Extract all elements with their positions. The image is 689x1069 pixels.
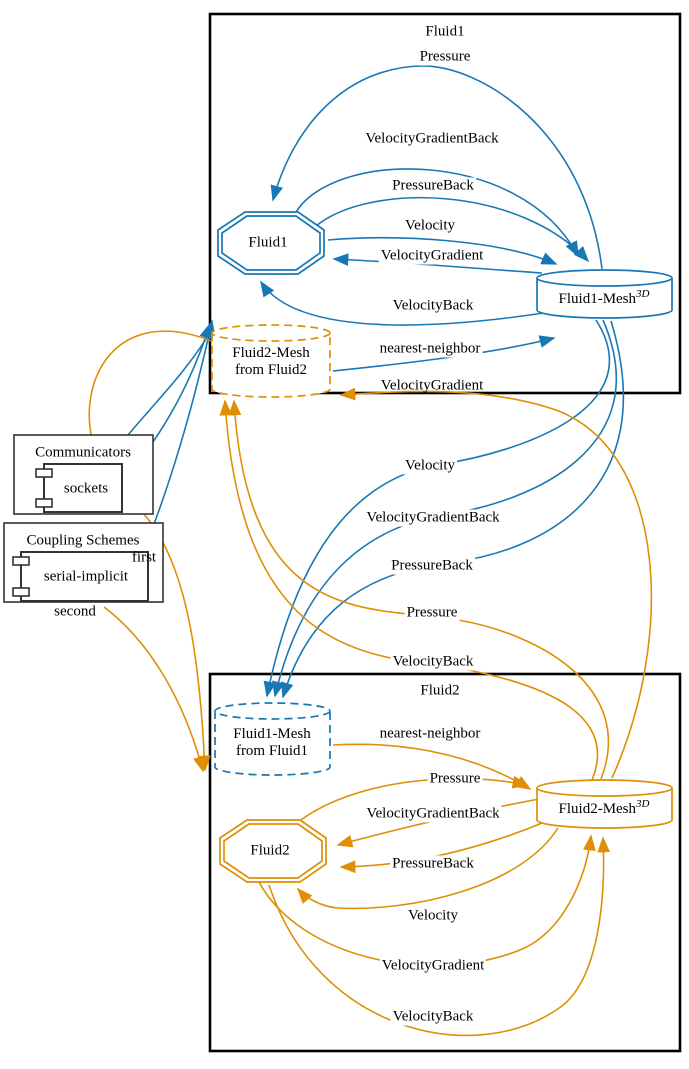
mesh-node-fluid1-mesh <box>536 278 673 319</box>
solver-label-fluid2: Fluid2 <box>250 842 290 859</box>
mesh-node-fluid1-mesh-copy <box>214 711 331 776</box>
mesh-node-fluid2-mesh-copy-top <box>211 324 331 342</box>
edge-label: VelocityGradient <box>378 247 486 265</box>
edge-write-velocitygradient-fluid2 <box>258 834 596 967</box>
participant-box-fluid2 <box>208 672 682 1053</box>
edge-label: VelocityBack <box>390 653 476 671</box>
coupling-order-second-label: second <box>54 603 96 620</box>
edge-coupling-second-fluid2 <box>103 606 206 773</box>
edge-label: VelocityBack <box>390 1008 476 1026</box>
mesh-node-fluid2-mesh <box>536 788 673 829</box>
edge-read-pressure-fluid1 <box>270 65 603 270</box>
mesh-name: Fluid2-Mesh <box>232 345 310 361</box>
component-port-icon <box>35 468 53 478</box>
edge-label: PressureBack <box>390 177 476 195</box>
edge-label: Pressure <box>417 48 473 66</box>
solver-node-fluid2 <box>219 819 327 883</box>
edge-label: nearest-neighbor <box>377 340 483 358</box>
communicators-title: Communicators <box>35 444 131 461</box>
edge-label: VelocityBack <box>390 297 476 315</box>
component-port-icon <box>12 556 30 566</box>
mesh-node-fluid2-mesh-copy <box>211 333 331 398</box>
edge-write-velocitygradientback-fluid1 <box>294 168 579 258</box>
edge-label: Velocity <box>403 457 457 475</box>
edge-read-velocity-fluid2 <box>296 827 559 910</box>
sockets-label: sockets <box>63 480 109 497</box>
coupling-schemes-title: Coupling Schemes <box>26 532 140 549</box>
edge-label: Velocity <box>403 217 457 235</box>
edge-label: Velocity <box>406 907 460 925</box>
mesh-dimension: 3D <box>636 288 650 300</box>
participant-title-fluid2: Fluid2 <box>420 682 460 699</box>
solver-label-fluid1: Fluid1 <box>248 234 288 251</box>
edge-label: Pressure <box>404 604 460 622</box>
edge-label: VelocityGradient <box>380 377 484 394</box>
mesh-label-fluid1-mesh: Fluid1-Mesh3D <box>559 286 650 308</box>
mesh-origin: from Fluid2 <box>234 362 308 378</box>
edge-exchange-velocitygradient-up <box>339 387 653 779</box>
mesh-name: Fluid2-Mesh <box>558 801 637 817</box>
mesh-origin: from Fluid1 <box>235 743 309 759</box>
serial-implicit-label: serial-implicit <box>43 568 129 585</box>
edge-write-pressureback-fluid1 <box>315 196 590 263</box>
edge-write-velocityback-fluid2 <box>268 836 611 1037</box>
component-port-icon <box>35 498 53 508</box>
edge-label: PressureBack <box>390 855 476 873</box>
mesh-node-fluid1-mesh-copy-top <box>214 702 331 720</box>
participant-title-fluid1: Fluid1 <box>425 23 465 40</box>
edge-label: PressureBack <box>389 557 475 575</box>
solver-node-fluid2-inner <box>223 823 323 879</box>
solver-node-fluid1-inner <box>221 215 321 271</box>
mesh-node-fluid2-mesh-top <box>536 779 673 797</box>
participant-box-fluid1 <box>208 12 682 395</box>
edge-write-pressure-fluid2 <box>296 775 529 824</box>
coupling-order-first-label: first <box>131 549 157 566</box>
mesh-label-fluid2-mesh: Fluid2-Mesh3D <box>559 796 650 818</box>
edge-read-pressureback-fluid2 <box>339 820 548 874</box>
serial-implicit-component <box>20 551 149 602</box>
edge-label: VelocityGradientBack <box>364 509 502 527</box>
edge-label: nearest-neighbor <box>377 725 483 743</box>
edge-label: VelocityGradientBack <box>364 805 502 823</box>
edge-label: Pressure <box>427 770 483 788</box>
mesh-name: Fluid1-Mesh <box>558 291 637 307</box>
edge-write-velocity-fluid1 <box>327 237 558 265</box>
edge-read-velocitygradient-fluid1 <box>332 253 543 274</box>
edge-label: VelocityGradientBack <box>363 130 501 148</box>
component-port-icon <box>12 587 30 597</box>
edge-read-velocityback-fluid1 <box>260 280 551 326</box>
mesh-name: Fluid1-Mesh <box>233 726 311 742</box>
solver-node-fluid1 <box>217 211 325 275</box>
sockets-component <box>43 463 123 513</box>
mesh-dimension: 3D <box>636 798 650 810</box>
edge-label: VelocityGradient <box>379 957 487 975</box>
mesh-node-fluid1-mesh-top <box>536 269 673 287</box>
